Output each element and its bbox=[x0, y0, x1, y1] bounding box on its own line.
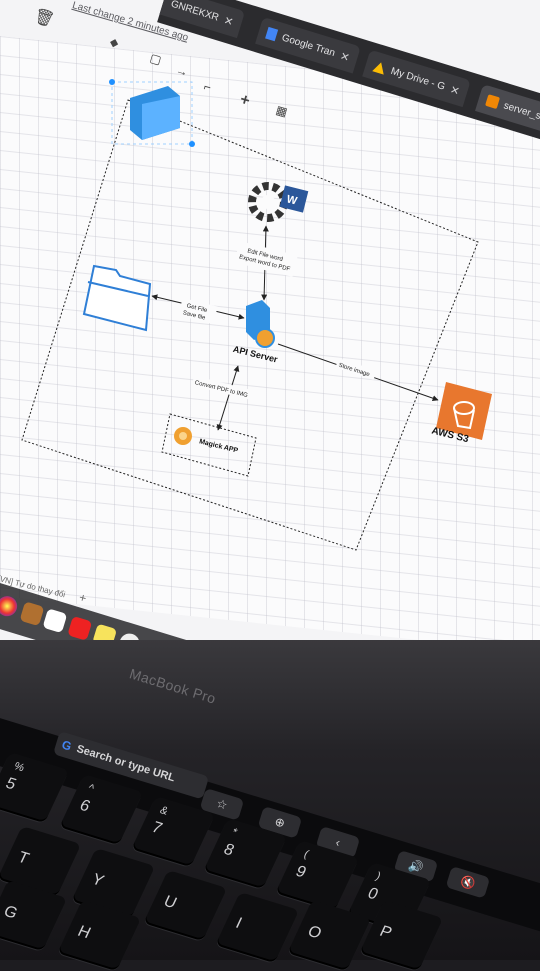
screen: Last change 2 minutes ago 🗑 ◆ ▢ → ⌐ + ▦ … bbox=[0, 0, 540, 700]
key-top: ( bbox=[301, 848, 311, 861]
key-bottom: T bbox=[14, 849, 32, 868]
calendar-icon[interactable] bbox=[42, 608, 68, 634]
svg-text:W: W bbox=[285, 193, 299, 207]
key-bottom: 9 bbox=[292, 863, 309, 882]
key-bottom: 7 bbox=[148, 819, 165, 838]
api-server-node[interactable] bbox=[246, 300, 275, 348]
key-top: & bbox=[157, 804, 171, 818]
key-bottom: 6 bbox=[76, 797, 93, 816]
google-icon: G bbox=[60, 737, 74, 754]
key-top: ^ bbox=[85, 782, 96, 795]
server-node-selected[interactable] bbox=[109, 79, 195, 147]
magick-app-label: Magick APP bbox=[198, 438, 239, 455]
star-glyph: ☆ bbox=[214, 796, 230, 813]
key-top: % bbox=[11, 760, 27, 775]
edge-label-save: Save file bbox=[182, 310, 206, 322]
key-bottom: 5 bbox=[2, 775, 19, 794]
key-bottom: U bbox=[160, 893, 180, 912]
key-bottom: Y bbox=[88, 871, 107, 890]
architecture-diagram: W API Server AWS S3 Magick APP bbox=[21, 79, 492, 551]
word-export-node[interactable]: W bbox=[248, 182, 309, 222]
system-boundary bbox=[21, 99, 479, 551]
notes-icon[interactable] bbox=[19, 601, 45, 627]
key-bottom: H bbox=[74, 923, 94, 942]
aws-s3-node[interactable] bbox=[436, 382, 492, 440]
key-bottom: G bbox=[0, 903, 21, 923]
globe-icon bbox=[255, 328, 275, 348]
key-bottom: 0 bbox=[364, 885, 381, 904]
folder-node[interactable] bbox=[82, 264, 152, 332]
app-icon[interactable] bbox=[67, 615, 93, 641]
folder-icon bbox=[82, 264, 152, 332]
key-bottom: I bbox=[232, 915, 245, 932]
edge-api-to-magick[interactable] bbox=[216, 365, 240, 431]
magick-app-node[interactable] bbox=[161, 413, 257, 477]
finder-icon[interactable] bbox=[0, 593, 20, 619]
key-bottom: 8 bbox=[220, 841, 237, 860]
key-top: ) bbox=[373, 870, 383, 883]
api-server-label: API Server bbox=[232, 344, 279, 365]
key-top: * bbox=[229, 826, 240, 839]
key-bottom: P bbox=[376, 923, 395, 942]
word-icon bbox=[279, 185, 309, 213]
key-bottom: O bbox=[304, 923, 325, 943]
edge-label-get: Get File bbox=[186, 303, 208, 314]
